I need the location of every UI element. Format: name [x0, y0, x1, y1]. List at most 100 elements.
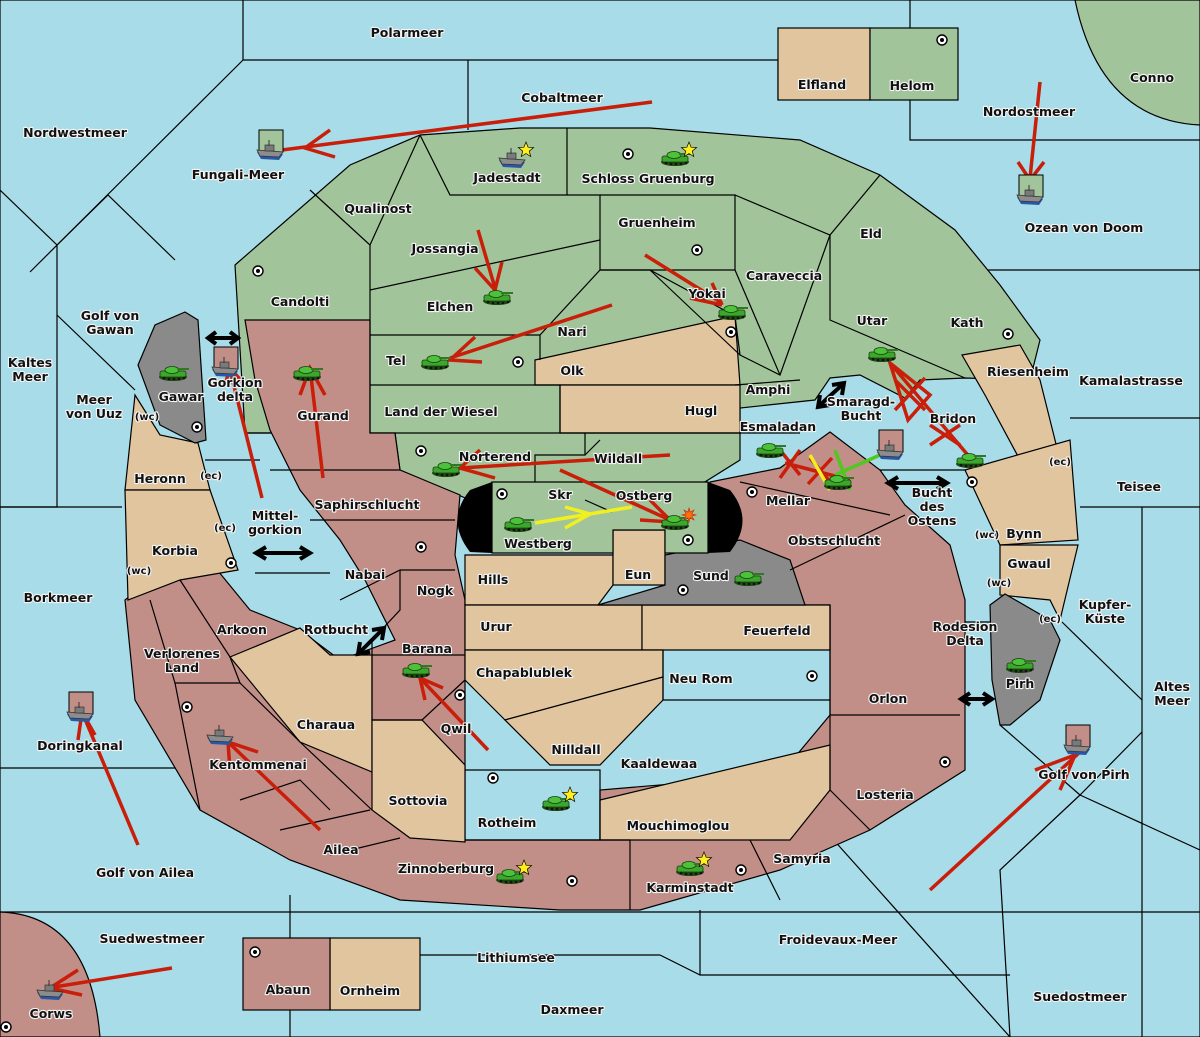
- province-label[interactable]: Abaun: [264, 981, 311, 998]
- ship-icon[interactable]: [1063, 724, 1091, 755]
- tank-icon[interactable]: [496, 869, 526, 885]
- province-label[interactable]: Hills: [477, 571, 510, 588]
- province-label[interactable]: Jossangia: [409, 240, 479, 257]
- province-label[interactable]: Nilldall: [550, 741, 601, 758]
- province-label[interactable]: Golf von Pirh: [1037, 766, 1131, 783]
- province-label[interactable]: Bridon: [929, 410, 978, 427]
- province-label[interactable]: Golf von Ailea: [95, 864, 195, 881]
- province-label[interactable]: Neu Rom: [668, 670, 734, 687]
- province-label[interactable]: Nordwestmeer: [22, 124, 129, 141]
- ship-icon[interactable]: [206, 725, 234, 745]
- province-label[interactable]: Esmaladan: [739, 418, 818, 435]
- province-label[interactable]: Olk: [559, 362, 585, 379]
- province-label[interactable]: Karminstadt: [645, 879, 734, 896]
- province-label[interactable]: Borkmeer: [23, 589, 95, 606]
- ship-icon[interactable]: [1016, 174, 1044, 205]
- province-label[interactable]: Nogk: [416, 582, 455, 599]
- province-label[interactable]: (wc): [986, 577, 1013, 590]
- province-label[interactable]: Suedwestmeer: [98, 930, 206, 947]
- province-label[interactable]: Tel: [385, 352, 407, 369]
- province-label[interactable]: Kupfer-Küste: [1078, 596, 1133, 627]
- province-label[interactable]: Daxmeer: [539, 1001, 605, 1018]
- province-label[interactable]: Samyria: [772, 850, 832, 867]
- province-label[interactable]: Kaaldewaa: [620, 755, 699, 772]
- province-label[interactable]: (ec): [199, 470, 223, 483]
- province-label[interactable]: Corws: [28, 1005, 73, 1022]
- province-label[interactable]: (wc): [134, 411, 161, 424]
- province-label[interactable]: Arkoon: [216, 621, 268, 638]
- tank-icon[interactable]: [956, 453, 986, 469]
- province-label[interactable]: Ozean von Doom: [1024, 219, 1145, 236]
- tank-icon[interactable]: [483, 290, 513, 306]
- province-label[interactable]: Gwaul: [1006, 555, 1052, 572]
- tank-icon[interactable]: [504, 517, 534, 533]
- province-label[interactable]: Riesenheim: [986, 363, 1070, 380]
- tank-icon[interactable]: [824, 475, 854, 491]
- province-label[interactable]: Bynn: [1005, 525, 1043, 542]
- province-label[interactable]: Schloss Gruenburg: [580, 170, 715, 187]
- province-label[interactable]: Nabai: [344, 566, 387, 583]
- province-label[interactable]: (ec): [213, 522, 237, 535]
- tank-icon[interactable]: [421, 355, 451, 371]
- province-label[interactable]: Orlon: [868, 690, 909, 707]
- province-label[interactable]: Saphirschlucht: [313, 496, 420, 513]
- tank-icon[interactable]: [402, 663, 432, 679]
- province-label[interactable]: Caraveccia: [745, 267, 824, 284]
- province-label[interactable]: Cobaltmeer: [520, 89, 605, 106]
- province-label[interactable]: Qualinost: [343, 200, 413, 217]
- province-label[interactable]: Fungali-Meer: [191, 166, 286, 183]
- ship-icon[interactable]: [256, 129, 284, 160]
- province-label[interactable]: Suedostmeer: [1032, 988, 1129, 1005]
- province-label[interactable]: Eun: [624, 566, 653, 583]
- province-label[interactable]: Westberg: [503, 535, 573, 552]
- province-label[interactable]: Mellar: [765, 492, 812, 509]
- province-label[interactable]: Charaua: [296, 716, 357, 733]
- province-label[interactable]: Mouchimoglou: [625, 817, 730, 834]
- province-label[interactable]: Obstschlucht: [787, 532, 881, 549]
- province-label[interactable]: Wildall: [593, 450, 644, 467]
- province-label[interactable]: Gawar: [157, 388, 205, 405]
- tank-icon[interactable]: [542, 796, 572, 812]
- province-label[interactable]: Hugl: [684, 402, 719, 419]
- province-label[interactable]: (wc): [974, 529, 1001, 542]
- tank-icon[interactable]: [159, 366, 189, 382]
- province-label[interactable]: Heronn: [133, 470, 187, 487]
- province-label[interactable]: (wc): [126, 565, 153, 578]
- province-label[interactable]: Chapablublek: [475, 664, 574, 681]
- province-label[interactable]: Skr: [547, 486, 574, 503]
- province-label[interactable]: Elfland: [797, 76, 848, 93]
- ship-icon[interactable]: [36, 980, 64, 1000]
- province-label[interactable]: Ailea: [322, 841, 359, 858]
- province-label[interactable]: Land der Wiesel: [383, 403, 498, 420]
- province-label[interactable]: Kentommenai: [208, 756, 308, 773]
- province-label[interactable]: Jadestadt: [471, 169, 542, 186]
- ship-icon[interactable]: [211, 346, 239, 377]
- ship-icon[interactable]: [66, 691, 94, 722]
- province-label[interactable]: Nordostmeer: [982, 103, 1077, 120]
- province-label[interactable]: Teisee: [1116, 478, 1162, 495]
- province-label[interactable]: Yokai: [686, 285, 727, 302]
- tank-icon[interactable]: [432, 462, 462, 478]
- province-label[interactable]: Smaragd-Bucht: [826, 393, 896, 424]
- province-label[interactable]: Mittel-gorkion: [247, 507, 303, 538]
- tank-icon[interactable]: [734, 571, 764, 587]
- tank-icon[interactable]: [293, 366, 323, 382]
- province-label[interactable]: Kath: [949, 314, 984, 331]
- province-label[interactable]: Rotbucht: [303, 621, 370, 638]
- province-label[interactable]: Sottovia: [387, 792, 448, 809]
- ship-icon[interactable]: [876, 429, 904, 460]
- province-label[interactable]: Ostberg: [615, 487, 674, 504]
- province-label[interactable]: Utar: [856, 312, 890, 329]
- tank-icon[interactable]: [868, 347, 898, 363]
- province-label[interactable]: Froidevaux-Meer: [778, 931, 900, 948]
- province-label[interactable]: Gruenheim: [617, 214, 697, 231]
- province-label[interactable]: Norterend: [458, 448, 532, 465]
- province-label[interactable]: Polarmeer: [370, 24, 446, 41]
